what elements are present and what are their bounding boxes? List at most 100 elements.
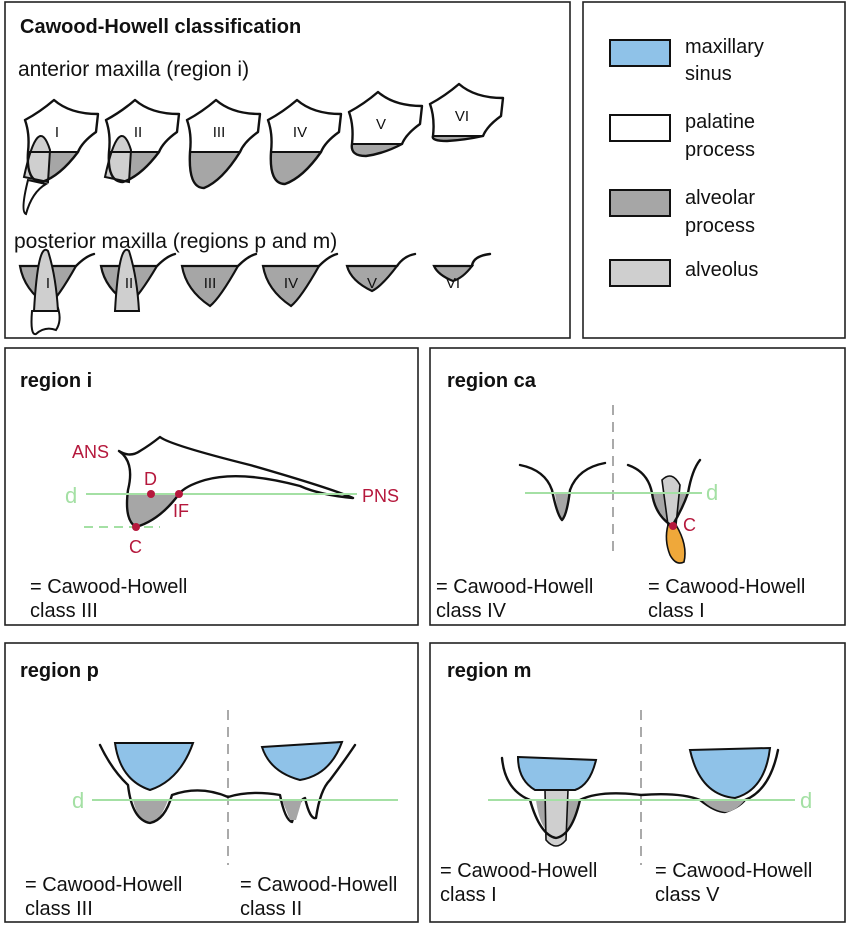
result-text: = Cawood-Howell (440, 860, 597, 882)
bone-outline (395, 252, 417, 268)
result-text: class III (25, 898, 93, 920)
legend-label: process (685, 215, 755, 237)
result-text: = Cawood-Howell (25, 874, 182, 896)
maxilla-outline (185, 98, 262, 190)
region-ca-title: region ca (447, 370, 537, 392)
result-text: = Cawood-Howell (30, 576, 187, 598)
result-text: class V (655, 884, 720, 906)
anterior-class-IV: IV (266, 98, 343, 186)
legend-swatch-sinus (609, 39, 671, 67)
label-d-line: d (706, 480, 718, 505)
result-text: class IV (436, 600, 507, 622)
label-ans: ANS (72, 442, 109, 462)
region-i-title: region i (20, 370, 92, 392)
class-label: V (367, 275, 377, 292)
region-p-panel (4, 642, 419, 923)
legend-swatch-alveolar (609, 189, 671, 217)
class-label: IV (293, 124, 307, 141)
alveolar-process (127, 494, 179, 527)
region-i-panel (4, 347, 419, 626)
maxillary-sinus (516, 755, 598, 791)
result-text: = Cawood-Howell (436, 576, 593, 598)
result-text: class I (440, 884, 497, 906)
alveolar-process (282, 800, 302, 820)
anterior-label: anterior maxilla (region i) (18, 58, 249, 81)
alveolar-process (702, 800, 745, 812)
legend-label: sinus (685, 63, 732, 85)
maxilla-outline (23, 98, 100, 184)
maxillary-sinus (260, 740, 344, 782)
bone-outline (236, 252, 258, 268)
label-c: C (129, 537, 142, 557)
posterior-class-III: III (180, 252, 258, 308)
tooth-crown (30, 306, 61, 336)
bone-outline (317, 252, 339, 268)
label-d-point: D (144, 469, 157, 489)
legend-swatch-palatine (609, 114, 671, 142)
label-c: C (683, 515, 696, 535)
legend-label: alveolus (685, 259, 758, 281)
posterior-class-IV: IV (261, 252, 339, 308)
maxilla-outline (104, 98, 181, 184)
alveolar-process (180, 264, 240, 308)
alveolar-process (189, 152, 240, 188)
point-d (147, 490, 155, 498)
class-label: II (125, 275, 133, 292)
alveolus (113, 248, 141, 312)
class-label: I (46, 275, 50, 292)
result-text: class III (30, 600, 98, 622)
posterior-class-VI: VI (432, 252, 492, 292)
label-d-line: d (65, 483, 77, 508)
alveolar-process (133, 800, 168, 823)
bone-outline (470, 252, 492, 268)
molar-tooth (544, 781, 569, 847)
region-p-title: region p (20, 660, 99, 682)
result-text: = Cawood-Howell (648, 576, 805, 598)
label-if: IF (173, 501, 189, 521)
alveolar-process (345, 264, 400, 293)
classification-title: Cawood-Howell classification (20, 16, 301, 38)
point-if (175, 490, 183, 498)
anterior-class-III: III (185, 98, 262, 190)
alveolus (32, 248, 60, 312)
posterior-class-V: V (345, 252, 417, 293)
result-text: = Cawood-Howell (240, 874, 397, 896)
anterior-class-VI: VI (428, 82, 505, 143)
alveolar-process (351, 144, 402, 156)
legend-label: palatine (685, 111, 755, 133)
legend-label: maxillary (685, 36, 764, 58)
posterior-class-I: I (18, 248, 96, 336)
alveolar-process (555, 493, 570, 520)
legend-label: alveolar (685, 187, 755, 209)
point-c (669, 522, 677, 530)
label-pns: PNS (362, 486, 399, 506)
region-m-title: region m (447, 660, 531, 682)
class-label: VI (446, 275, 460, 292)
class-label: III (204, 275, 217, 292)
maxilla-outline (266, 98, 343, 186)
bone-outline (155, 252, 177, 268)
alveolar-process (432, 264, 475, 283)
tooth-crown (22, 178, 49, 216)
bone-outline (98, 743, 357, 825)
region-m-panel (429, 642, 846, 923)
canine-tooth (665, 524, 686, 564)
label-d-line: d (800, 788, 812, 813)
alveolar-process (261, 264, 321, 308)
point-c (132, 523, 140, 531)
anterior-class-II: II (103, 98, 181, 184)
posterior-label: posterior maxilla (regions p and m) (14, 230, 337, 253)
posterior-class-II: II (99, 248, 177, 312)
result-text: class I (648, 600, 705, 622)
class-label: VI (455, 108, 469, 125)
class-label: V (376, 116, 386, 133)
bone-outline (74, 252, 96, 268)
maxillary-sinus (113, 742, 195, 792)
anterior-class-V: V (347, 90, 424, 158)
class-label: III (213, 124, 226, 141)
label-d-line: d (72, 788, 84, 813)
maxilla-outline (428, 82, 505, 143)
